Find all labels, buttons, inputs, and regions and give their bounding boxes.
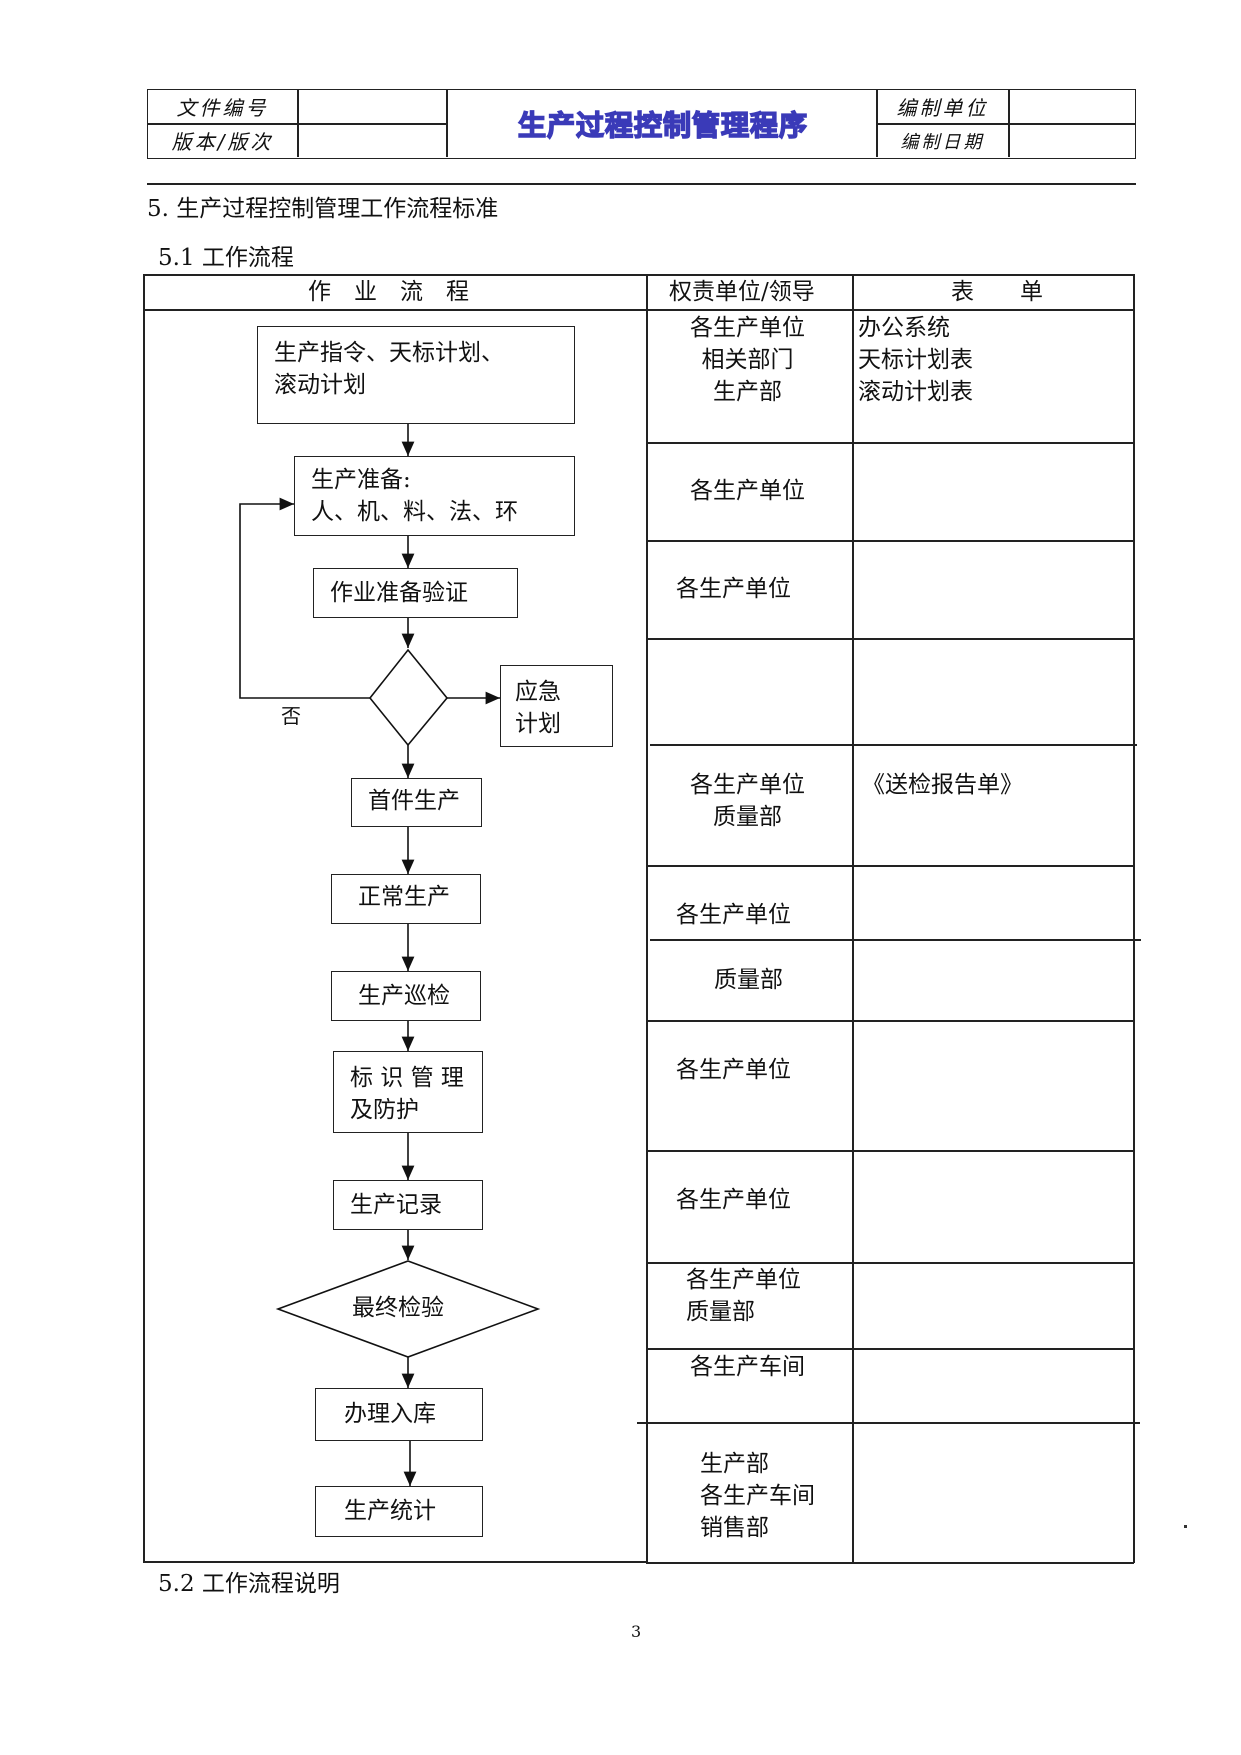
header-forms: 表 单 xyxy=(951,279,1043,305)
final-inspection-diamond xyxy=(275,1260,541,1358)
responsible-row-2: 各生产单位 xyxy=(690,478,805,504)
header-divider xyxy=(147,183,1136,185)
forms-row-1: 办公系统 天标计划表 滚动计划表 xyxy=(858,315,973,405)
responsible-row-10: 各生产单位 质量部 xyxy=(686,1267,801,1325)
step-patrol-inspection: 生产巡检 xyxy=(331,971,481,1021)
step-emergency-plan: 应急 计划 xyxy=(500,665,613,747)
document-header-table: 文件编号 版本/版次 生产过程控制管理程序 编制单位 编制日期 xyxy=(147,89,1136,159)
step-production-record: 生产记录 xyxy=(333,1180,483,1230)
step-first-article: 首件生产 xyxy=(351,778,482,827)
no-label: 否 xyxy=(281,704,301,728)
forms-row-5: 《送检报告单》 xyxy=(862,772,1023,798)
stray-mark xyxy=(1184,1525,1187,1528)
step-final-inspection-label: 最终检验 xyxy=(352,1295,444,1321)
document-title: 生产过程控制管理程序 xyxy=(517,108,808,143)
responsible-row-3: 各生产单位 xyxy=(676,576,791,602)
header-flow: 作 业 流 程 xyxy=(308,279,469,305)
step-warehousing: 办理入库 xyxy=(315,1388,483,1441)
page-number: 3 xyxy=(631,1622,642,1641)
responsible-row-8: 各生产单位 xyxy=(676,1057,791,1083)
step-identification-protection: 标 识 管 理 及防护 xyxy=(333,1051,483,1133)
responsible-row-7: 质量部 xyxy=(714,967,783,993)
step-normal-production: 正常生产 xyxy=(331,874,481,924)
header-responsible: 权责单位/领导 xyxy=(669,279,815,305)
subsection-title: 5.1 工作流程 xyxy=(158,245,294,271)
responsible-row-6: 各生产单位 xyxy=(676,902,791,928)
section-title: 5. 生产过程控制管理工作流程标准 xyxy=(147,196,499,222)
compiling-unit-label: 编制单位 xyxy=(896,96,989,120)
subsection-title-2: 5.2 工作流程说明 xyxy=(158,1571,340,1597)
decision-diamond xyxy=(368,648,449,747)
responsible-row-5: 各生产单位 质量部 xyxy=(690,772,805,830)
responsible-row-1: 各生产单位 相关部门 生产部 xyxy=(690,315,805,405)
responsible-row-11: 各生产车间 xyxy=(690,1354,805,1380)
compiling-date-label: 编制日期 xyxy=(900,131,985,153)
responsible-row-12: 生产部 各生产车间 销售部 xyxy=(700,1451,815,1541)
responsible-row-9: 各生产单位 xyxy=(676,1187,791,1213)
step-production-preparation: 生产准备: 人、机、料、法、环 xyxy=(294,456,575,536)
file-number-label: 文件编号 xyxy=(176,96,269,120)
step-production-statistics: 生产统计 xyxy=(315,1486,483,1537)
step-preparation-verification: 作业准备验证 xyxy=(313,568,518,618)
version-label: 版本/版次 xyxy=(171,130,274,154)
step-production-order: 生产指令、天标计划、 滚动计划 xyxy=(257,326,575,424)
